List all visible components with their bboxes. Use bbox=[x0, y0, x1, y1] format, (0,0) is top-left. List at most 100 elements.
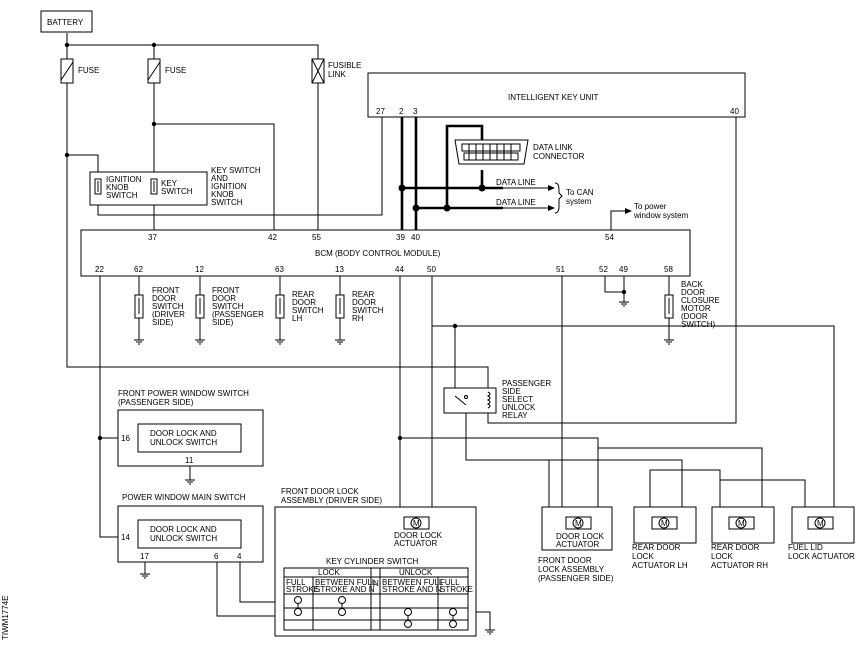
bdc-label-1: BACK bbox=[681, 280, 703, 289]
bcm-pin-63: 63 bbox=[275, 265, 284, 274]
fuel-lid-label-1: FUEL LID bbox=[788, 543, 823, 552]
fpw-title-2: (PASSENGER SIDE) bbox=[118, 398, 194, 407]
pwm-pin-17: 17 bbox=[140, 552, 149, 561]
motor-rear-rh-letter: M bbox=[738, 519, 745, 528]
figure-code: TIWM1774E bbox=[1, 596, 10, 640]
fusible-link-label-2: LINK bbox=[328, 70, 346, 79]
kc-full-1a: FULL bbox=[286, 578, 306, 587]
front-door-switch-passenger: FRONT DOOR SWITCH (PASSENGER SIDE) bbox=[195, 286, 264, 327]
to-can-label-1: To CAN bbox=[566, 188, 594, 197]
fds-pass-label-4: (PASSENGER bbox=[212, 310, 264, 319]
bdc-label-2: DOOR bbox=[681, 288, 705, 297]
pwm-title: POWER WINDOW MAIN SWITCH bbox=[122, 493, 246, 502]
back-door-closure-motor: BACK DOOR CLOSURE MOTOR (DOOR SWITCH) bbox=[664, 280, 720, 329]
front-door-lock-assembly-driver: FRONT DOOR LOCK ASSEMBLY (DRIVER SIDE) M… bbox=[274, 487, 477, 637]
fusible-link: FUSIBLE LINK bbox=[311, 58, 361, 84]
bdc-label-6: SWITCH) bbox=[681, 320, 716, 329]
kc-between-1a: BETWEEN FULL bbox=[315, 578, 377, 587]
iku-pin-27: 27 bbox=[376, 107, 385, 116]
bcm-pin-62: 62 bbox=[134, 265, 143, 274]
kc-between-2a: BETWEEN FULL bbox=[382, 578, 444, 587]
fuse-1-label: FUSE bbox=[78, 66, 99, 75]
fdla-pass-title-3: (PASSENGER SIDE) bbox=[538, 574, 614, 583]
dla-driver-label-2: ACTUATOR bbox=[394, 539, 437, 548]
bdc-label-5: (DOOR bbox=[681, 312, 708, 321]
front-door-switch-driver: FRONT DOOR SWITCH (DRIVER SIDE) bbox=[134, 286, 185, 327]
fdla-driver-title-1: FRONT DOOR LOCK bbox=[281, 487, 359, 496]
rear-door-lock-actuator-rh: M REAR DOOR LOCK ACTUATOR RH bbox=[711, 506, 775, 570]
fuse-1: FUSE bbox=[60, 58, 99, 84]
dla-pass-label-2: ACTUATOR bbox=[556, 540, 599, 549]
fds-driver-label-1: FRONT bbox=[152, 286, 180, 295]
intelligent-key-unit-label: INTELLIGENT KEY UNIT bbox=[508, 93, 599, 102]
relay-label-3: SELECT bbox=[502, 395, 533, 404]
bcm-pin-49: 49 bbox=[619, 265, 628, 274]
bcm-label: BCM (BODY CONTROL MODULE) bbox=[315, 249, 441, 258]
iku-pin-2: 2 bbox=[399, 107, 404, 116]
rdla-rh-label-2: LOCK bbox=[711, 552, 733, 561]
to-can-label-2: system bbox=[566, 197, 592, 206]
key-switch-label-2: SWITCH bbox=[161, 187, 193, 196]
rdla-rh-label-3: ACTUATOR RH bbox=[711, 561, 768, 570]
relay-label-5: RELAY bbox=[502, 411, 528, 420]
fds-driver-label-4: (DRIVER bbox=[152, 310, 185, 319]
ignition-knob-label-1: IGNITION bbox=[106, 175, 142, 184]
ground-symbols bbox=[134, 301, 674, 635]
relay-label-4: UNLOCK bbox=[502, 403, 536, 412]
battery-label: BATTERY bbox=[47, 18, 84, 27]
fds-driver-label-5: SIDE) bbox=[152, 318, 174, 327]
bcm-pin-12: 12 bbox=[195, 265, 204, 274]
ignition-knob-label-3: SWITCH bbox=[106, 191, 138, 200]
bcm-pin-58: 58 bbox=[664, 265, 673, 274]
key-switch-assembly: IGNITION KNOB SWITCH KEY SWITCH bbox=[89, 171, 208, 206]
front-power-window-switch: FRONT POWER WINDOW SWITCH (PASSENGER SID… bbox=[117, 389, 264, 467]
bcm-pin-52: 52 bbox=[599, 265, 608, 274]
data-link-connector: DATA LINK CONNECTOR bbox=[454, 139, 585, 165]
data-line-label-2: DATA LINE bbox=[496, 198, 536, 207]
data-line-label-1: DATA LINE bbox=[496, 178, 536, 187]
motor-rear-lh-letter: M bbox=[661, 519, 668, 528]
fds-driver-label-2: DOOR bbox=[152, 294, 176, 303]
intelligent-key-unit: INTELLIGENT KEY UNIT 27 2 3 40 bbox=[367, 72, 746, 118]
key-switch-title-1: KEY SWITCH bbox=[211, 166, 261, 175]
rds-lh-label-2: DOOR bbox=[292, 298, 316, 307]
fds-pass-label-2: DOOR bbox=[212, 294, 236, 303]
bdc-label-3: CLOSURE bbox=[681, 296, 720, 305]
motor-passenger-letter: M bbox=[575, 519, 582, 528]
relay-label-1: PASSENGER bbox=[502, 379, 551, 388]
kc-full-2b: STROKE bbox=[440, 585, 473, 594]
fds-pass-label-3: SWITCH bbox=[212, 302, 244, 311]
key-switch-assembly-title: KEY SWITCH AND IGNITION KNOB SWITCH bbox=[211, 166, 261, 207]
battery: BATTERY bbox=[40, 10, 93, 33]
fusible-link-label-1: FUSIBLE bbox=[328, 61, 361, 70]
power-window-main-switch: POWER WINDOW MAIN SWITCH DOOR LOCK AND U… bbox=[117, 493, 264, 563]
pwm-switch-label-2: UNLOCK SWITCH bbox=[150, 534, 217, 543]
bcm-pin-22: 22 bbox=[95, 265, 104, 274]
rds-lh-label-3: SWITCH bbox=[292, 306, 324, 315]
fuel-lid-label-2: LOCK ACTUATOR bbox=[788, 552, 855, 561]
junction-dots bbox=[64, 42, 627, 441]
rds-rh-label-4: RH bbox=[352, 314, 364, 323]
rdla-lh-label-3: ACTUATOR LH bbox=[632, 561, 688, 570]
front-door-lock-assembly-passenger: M DOOR LOCK ACTUATOR FRONT DOOR LOCK ASS… bbox=[538, 506, 614, 583]
rdla-lh-label-1: REAR DOOR bbox=[632, 543, 681, 552]
bcm-pin-39: 39 bbox=[396, 233, 405, 242]
key-switch-title-4: KNOB bbox=[211, 190, 234, 199]
fuse-2-label: FUSE bbox=[165, 66, 186, 75]
kc-full-1b: STROKE bbox=[286, 585, 319, 594]
kc-between-2b: STROKE AND N bbox=[382, 585, 442, 594]
bcm-pin-40: 40 bbox=[411, 233, 420, 242]
relay-label-2: SIDE bbox=[502, 387, 521, 396]
bcm-pin-55: 55 bbox=[312, 233, 321, 242]
can-wires bbox=[400, 117, 503, 230]
pwm-pin-6: 6 bbox=[214, 552, 219, 561]
motor-fuel-lid-letter: M bbox=[817, 519, 824, 528]
motor-driver-letter: M bbox=[413, 519, 420, 528]
rear-door-switch-lh: REAR DOOR SWITCH LH bbox=[275, 290, 324, 323]
passenger-select-unlock-relay: PASSENGER SIDE SELECT UNLOCK RELAY bbox=[443, 379, 551, 420]
data-link-connector-label-1: DATA LINK bbox=[533, 143, 573, 152]
pwm-pin-4: 4 bbox=[237, 552, 242, 561]
data-link-connector-label-2: CONNECTOR bbox=[533, 152, 585, 161]
to-power-window-label-1: To power bbox=[634, 202, 667, 211]
kc-lock-label: LOCK bbox=[318, 568, 340, 577]
